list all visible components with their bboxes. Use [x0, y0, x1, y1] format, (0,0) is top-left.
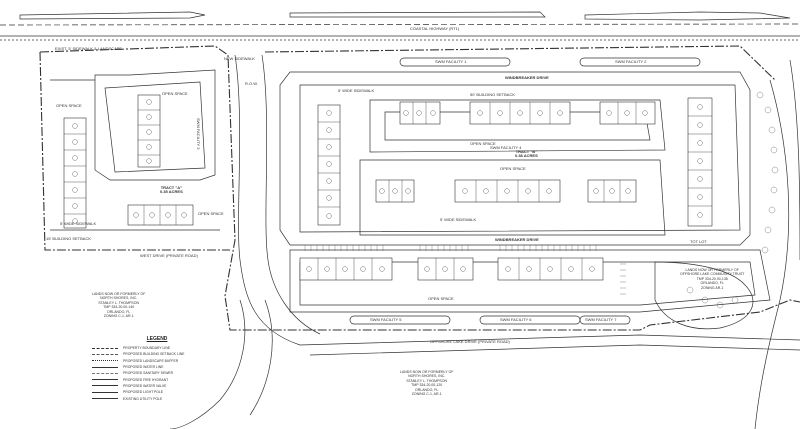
water-valve-symbol-icon: [92, 385, 118, 387]
parking-stalls: [304, 245, 626, 295]
fire-hydrant-symbol-icon: [92, 379, 118, 381]
legend-row: PROPOSED BUILDING SETBACK LINE: [92, 351, 222, 357]
building-setback-label-2: 50' BUILDING SETBACK: [470, 92, 515, 97]
tract-a-name: TRACT "A": [160, 185, 183, 190]
building-setback-label-1: 15' BUILDING SETBACK: [46, 236, 91, 241]
open-space-label-1: OPEN SPACE: [56, 103, 82, 108]
tract-b-name: TRACT "B": [515, 149, 538, 154]
offshore-drive-label: OFFSHORE LAKE DRIVE (PRIVATE ROAD): [430, 339, 510, 344]
open-space-label-3: OPEN SPACE: [198, 211, 224, 216]
legend-item-label: PROPOSED FIRE HYDRANT: [123, 377, 169, 382]
legend-row: PROPOSED SANITARY SEWER: [92, 370, 222, 376]
new-sidewalk-label: NEW SIDEWALK: [224, 56, 255, 61]
property-line-symbol-icon: [92, 347, 118, 349]
buffer-line-symbol-icon: [92, 360, 118, 362]
owner-east: LANDS NOW OR FORMERLY OF OFFSHORE LAKE C…: [680, 268, 745, 290]
legend-item-label: PROPERTY BOUNDARY LINE: [123, 346, 171, 351]
swm-facility-2-top: [579, 57, 701, 67]
light-pole-symbol-icon: [92, 391, 118, 393]
landscape-trees: [686, 91, 779, 309]
legend-row: PROPOSED WATER LINE: [92, 364, 222, 370]
legend-item-label: PROPOSED WATER LINE: [123, 365, 164, 370]
sidewalk-label-3: 5' WIDE SIDEWALK: [440, 217, 477, 222]
sidewalk-label-2: 5' WIDE SIDEWALK: [338, 88, 375, 93]
windbreaker-top-label: WINDBREAKER DRIVE: [505, 75, 549, 80]
setback-line-symbol-icon: [92, 353, 118, 355]
open-space-label-4: OPEN SPACE: [470, 141, 496, 146]
sidewalk-label-1: 5' WIDE SIDEWALK: [60, 221, 97, 226]
swm-facility-bottom-right: [579, 315, 631, 325]
legend: LEGEND PROPERTY BOUNDARY LINE PROPOSED B…: [92, 336, 222, 402]
tract-b-area: 0.38 ACRES: [515, 153, 538, 158]
legend-row: PROPOSED LANDSCAPE BUFFER: [92, 358, 222, 364]
highway-median-right: [584, 11, 791, 21]
swm-facility-label-7: SWM FACILITY 7: [585, 317, 617, 322]
legend-item-label: PROPOSED LANDSCAPE BUFFER: [123, 358, 179, 363]
unit-markers: [72, 99, 703, 272]
main-loop-drive: [279, 71, 751, 246]
legend-row: PROPOSED FIRE HYDRANT: [92, 376, 222, 382]
highway-median-center: [289, 11, 546, 18]
building-left-3: [127, 204, 194, 226]
swm-facility-bottom-left: [349, 315, 451, 325]
swm-facility-label-6: SWM FACILITY 6: [500, 317, 532, 322]
owner-west: LANDS NOW OR FORMERLY OF NORTH SHORES, I…: [92, 292, 146, 319]
legend-row: PROPOSED WATER VALVE: [92, 383, 222, 389]
swm-facility-label-2: SWM FACILITY 2: [615, 59, 647, 64]
utility-pole-symbol-icon: [92, 398, 118, 400]
left-loop-drive: [94, 69, 216, 181]
legend-title: LEGEND: [146, 336, 168, 342]
open-space-label-5: OPEN SPACE: [500, 166, 526, 171]
legend-item-label: EXISTING UTILITY POLE: [123, 396, 163, 401]
tract-a-label: TRACT "A" 0.35 ACRES: [160, 186, 183, 194]
east-pond: [654, 261, 754, 330]
highway-median-left: [19, 11, 206, 20]
property-boundary: [39, 45, 800, 331]
row-label: R.O.W.: [245, 81, 258, 86]
legend-item-label: PROPOSED SANITARY SEWER: [123, 371, 174, 376]
owner-south: LANDS NOW OR FORMERLY OF NORTH SHORES, I…: [400, 370, 454, 397]
legend-row: PROPOSED LIGHT POLE: [92, 389, 222, 395]
windbreaker-mid-label: WINDBREAKER DRIVE: [495, 237, 539, 242]
west-drive-label: WEST DRIVE (PRIVATE ROAD): [140, 253, 198, 258]
legend-item-label: PROPOSED BUILDING SETBACK LINE: [123, 352, 185, 357]
open-space-label-6: OPEN SPACE: [428, 296, 454, 301]
swm-facility-1-top: [399, 57, 511, 67]
legend-row: PROPERTY BOUNDARY LINE: [92, 345, 222, 351]
tract-a-area: 0.35 ACRES: [160, 189, 183, 194]
legend-row: EXISTING UTILITY POLE: [92, 395, 222, 401]
open-space-label-2: OPEN SPACE: [162, 91, 188, 96]
sewer-line-symbol-icon: [92, 372, 118, 374]
swm-facility-label-5: SWM FACILITY 5: [370, 317, 402, 322]
tot-lot-label: TOT LOT: [690, 239, 707, 244]
sidewalk-top-label: EXIST. 5' SIDEWALK & LANDSCAPE: [55, 46, 123, 51]
legend-item-label: PROPOSED LIGHT POLE: [123, 390, 164, 395]
highway-label: COASTAL HIGHWAY (RT1): [410, 26, 460, 31]
tract-b-label: TRACT "B" 0.38 ACRES: [515, 150, 538, 158]
legend-item-label: PROPOSED WATER VALVE: [123, 383, 167, 388]
water-line-symbol-icon: [92, 366, 118, 368]
swm-facility-label-1: SWM FACILITY 1: [435, 59, 467, 64]
swm-facility-label-3: SWM FACILITY 3: [196, 118, 201, 150]
swm-facility-label-4: SWM FACILITY 4: [490, 145, 522, 150]
